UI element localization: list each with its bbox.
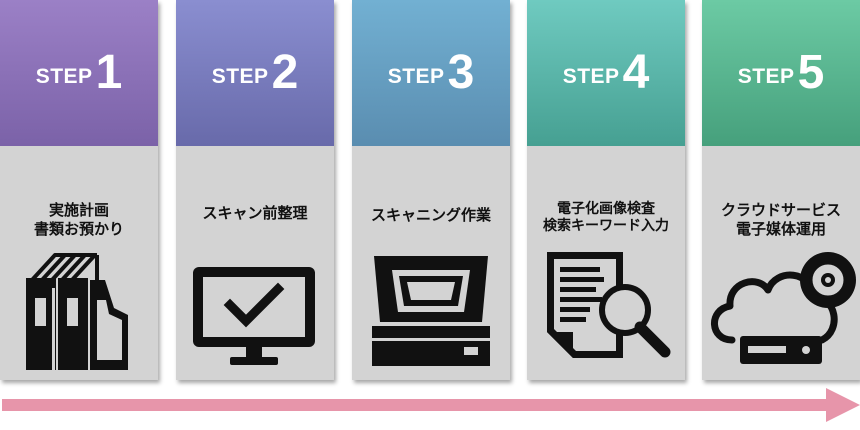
step-label-line: スキャン前整理 bbox=[202, 204, 308, 222]
step-header-2: STEP 2 bbox=[176, 0, 334, 146]
step-label-line: クラウドサービス bbox=[720, 201, 841, 219]
step-number: 3 bbox=[447, 46, 475, 99]
step-label-line: 書類お預かり bbox=[33, 220, 124, 238]
step-card-5: STEP 5 クラウドサービス 電子媒体運用 bbox=[702, 0, 860, 380]
step-prefix: STEP bbox=[737, 65, 795, 88]
step-label-line: 電子媒体運用 bbox=[735, 220, 826, 238]
step-label-line: スキャニング作業 bbox=[370, 206, 491, 224]
step-header-1: STEP 1 bbox=[0, 0, 158, 146]
step-number: 5 bbox=[797, 46, 825, 99]
step-label-5: クラウドサービス 電子媒体運用 bbox=[702, 201, 860, 239]
monitor-check-icon bbox=[193, 267, 315, 365]
step-label-3: スキャニング作業 bbox=[352, 206, 510, 225]
process-arrow bbox=[2, 388, 860, 422]
step-header-4: STEP 4 bbox=[527, 0, 685, 146]
step-prefix: STEP bbox=[387, 65, 445, 88]
binders-icon bbox=[26, 253, 128, 370]
step-label-2: スキャン前整理 bbox=[176, 204, 334, 223]
step-header-5: STEP 5 bbox=[702, 0, 860, 146]
step-prefix: STEP bbox=[211, 65, 269, 88]
step-label-line: 検索キーワード入力 bbox=[543, 218, 669, 234]
step-label-line: 電子化画像検査 bbox=[557, 201, 655, 217]
step-label-1: 実施計画 書類お預かり bbox=[0, 201, 158, 239]
step-prefix: STEP bbox=[35, 65, 93, 88]
step-header-3: STEP 3 bbox=[352, 0, 510, 146]
arrow-head bbox=[826, 388, 860, 422]
step-number: 1 bbox=[95, 46, 123, 99]
step-card-2: STEP 2 スキャン前整理 bbox=[176, 0, 334, 380]
step-card-3: STEP 3 スキャニング作業 bbox=[352, 0, 510, 380]
step-card-1: STEP 1 実施計画 書類お預かり bbox=[0, 0, 158, 380]
step-card-4: STEP 4 電子化画像検査 検索キーワード入力 bbox=[527, 0, 685, 380]
step-label-line: 実施計画 bbox=[48, 201, 109, 219]
step-number: 2 bbox=[271, 46, 299, 99]
document-search-icon bbox=[547, 252, 671, 358]
cloud-storage-icon bbox=[711, 252, 856, 364]
step-prefix: STEP bbox=[562, 65, 620, 88]
step-label-4: 電子化画像検査 検索キーワード入力 bbox=[527, 201, 685, 235]
scanner-icon bbox=[372, 256, 490, 366]
arrow-shaft bbox=[2, 399, 828, 411]
step-number: 4 bbox=[622, 46, 650, 99]
